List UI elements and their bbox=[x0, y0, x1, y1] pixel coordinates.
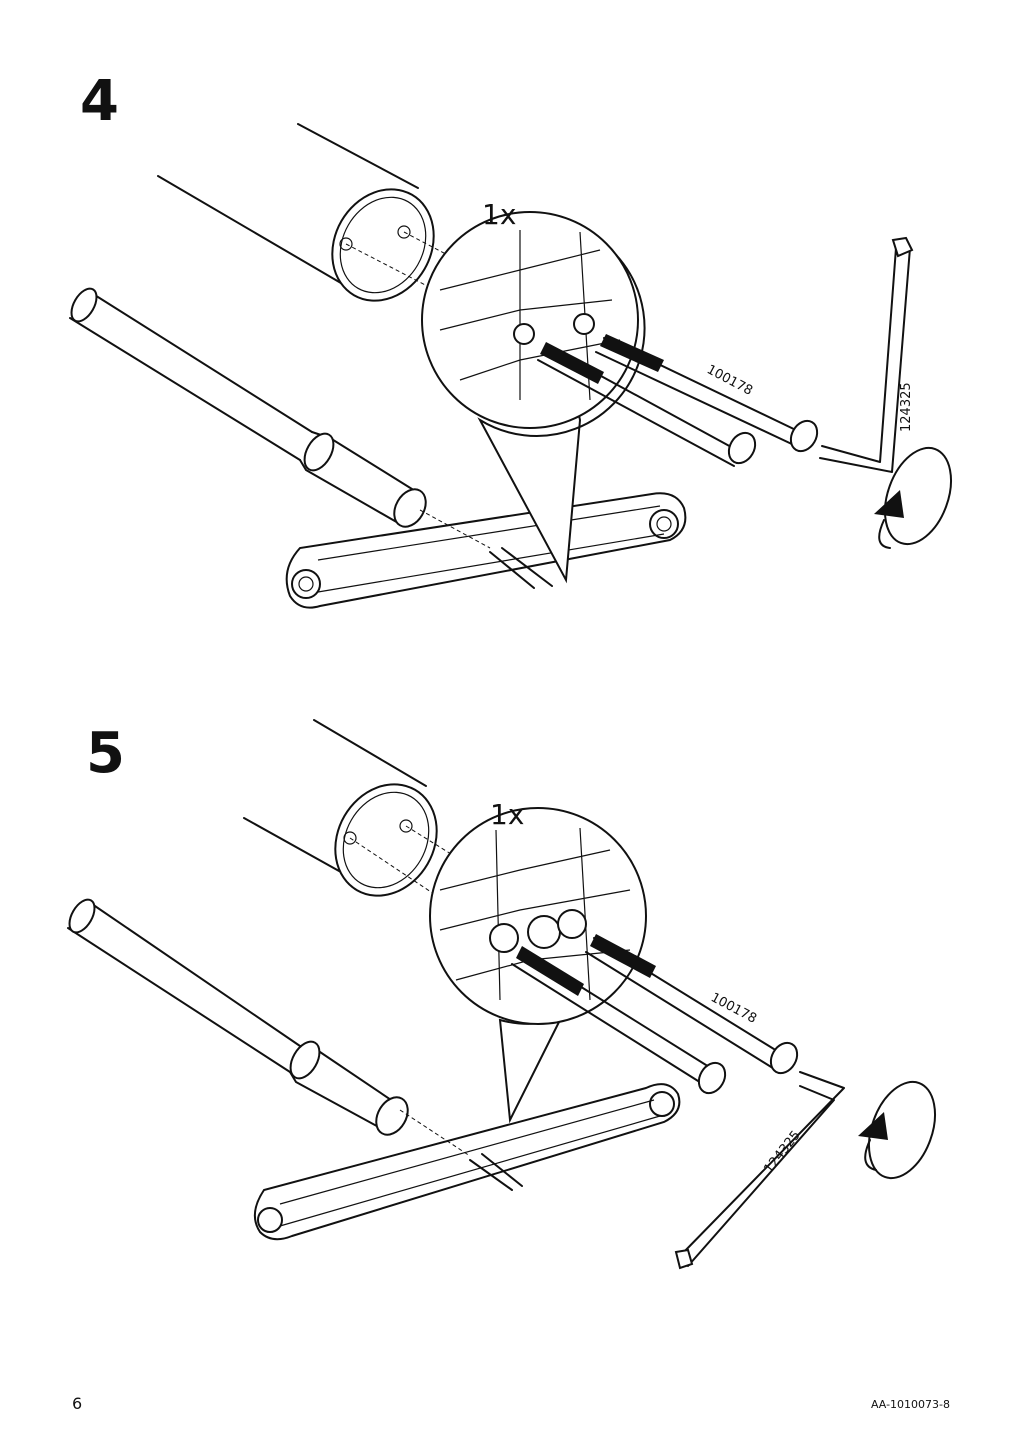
step-5-illustration: 1x 100178 124325 bbox=[0, 660, 1012, 1300]
upper-tube bbox=[243, 719, 438, 897]
step-4-number: 4 bbox=[80, 69, 119, 134]
step-4-quantity: 1x bbox=[482, 198, 516, 231]
step-5-key-part: 124325 bbox=[761, 1128, 803, 1176]
allen-key bbox=[819, 236, 914, 473]
document-code: AA-1010073-8 bbox=[870, 1398, 950, 1411]
step-4-key-part: 124325 bbox=[899, 382, 914, 432]
step-4-bolt-part: 100178 bbox=[704, 362, 755, 399]
gas-lift-column bbox=[67, 898, 409, 1136]
step-4-illustration: 1x 100178 124325 bbox=[0, 0, 1012, 660]
gas-lift-column bbox=[69, 287, 427, 528]
detail-callout bbox=[429, 807, 799, 1124]
step-5-number: 5 bbox=[86, 721, 125, 786]
detail-callout bbox=[421, 211, 819, 584]
base-leg bbox=[253, 1083, 681, 1241]
step-5-bolt-part: 100178 bbox=[708, 990, 759, 1027]
rotate-clockwise-icon bbox=[858, 1080, 936, 1180]
step-5-quantity: 1x bbox=[490, 798, 524, 831]
base-leg bbox=[285, 492, 687, 609]
page-number: 6 bbox=[72, 1394, 83, 1413]
allen-key bbox=[674, 1071, 845, 1270]
rotate-clockwise-icon bbox=[874, 446, 952, 549]
upper-tube bbox=[157, 123, 435, 302]
